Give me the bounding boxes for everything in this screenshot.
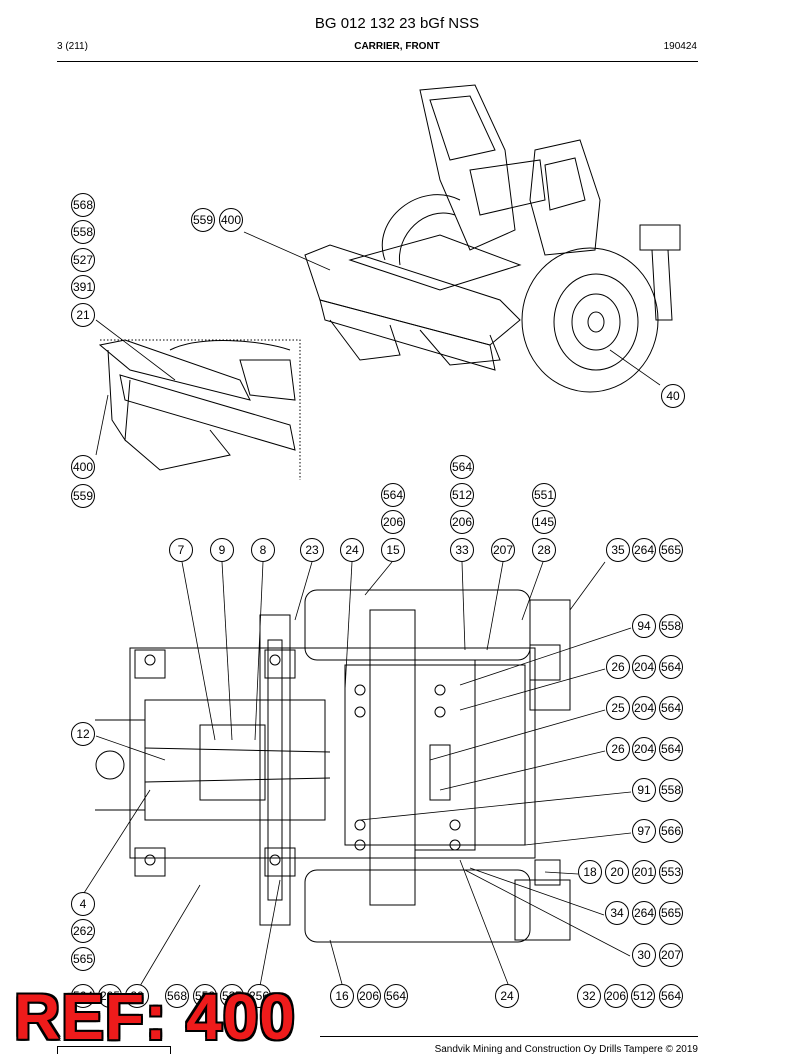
callout-bubble: 204 [632, 737, 656, 761]
page-number: 3 (211) [57, 41, 88, 52]
callout-bubble: 9 [210, 538, 234, 562]
callout-bubble: 206 [357, 984, 381, 1008]
callout-bubble: 564 [450, 455, 474, 479]
callout-bubble: 568 [71, 193, 95, 217]
callout-bubble: 20 [125, 984, 149, 1008]
callout-bubble: 207 [491, 538, 515, 562]
callout-bubble: 23 [300, 538, 324, 562]
company-logo [57, 1046, 171, 1054]
callout-bubble: 512 [450, 483, 474, 507]
callout-bubble: 91 [632, 778, 656, 802]
callout-bubble: 564 [659, 696, 683, 720]
callout-bubble: 35 [606, 538, 630, 562]
callout-bubble: 566 [659, 819, 683, 843]
leader-lines [83, 231, 661, 987]
callout-bubble: 264 [632, 901, 656, 925]
callout-bubble: 551 [532, 483, 556, 507]
callout-bubble: 21 [71, 303, 95, 327]
callout-bubble: 7 [169, 538, 193, 562]
callout-bubble: 204 [632, 696, 656, 720]
callout-bubble: 559 [71, 484, 95, 508]
callout-bubble: 564 [659, 655, 683, 679]
callout-bubble: 564 [384, 984, 408, 1008]
top-view-drawing [95, 589, 571, 943]
callout-bubble: 564 [659, 984, 683, 1008]
callout-bubble: 33 [450, 538, 474, 562]
callout-bubble: 256 [247, 984, 271, 1008]
callout-bubble: 16 [330, 984, 354, 1008]
callout-bubble: 94 [632, 614, 656, 638]
callout-bubble: 400 [71, 455, 95, 479]
callout-bubble: 565 [659, 538, 683, 562]
callout-bubble: 32 [577, 984, 601, 1008]
callout-bubble: 18 [578, 860, 602, 884]
callout-bubble: 40 [661, 384, 685, 408]
callout-bubble: 24 [495, 984, 519, 1008]
isometric-carrier-view [304, 84, 681, 393]
callout-bubble: 26 [606, 655, 630, 679]
callout-bubble: 145 [532, 510, 556, 534]
callout-bubble: 24 [340, 538, 364, 562]
callout-bubble: 262 [71, 919, 95, 943]
callout-bubble: 15 [381, 538, 405, 562]
document-date: 190424 [663, 41, 697, 52]
callout-bubble: 565 [659, 901, 683, 925]
callout-bubble: 26 [606, 737, 630, 761]
callout-bubble: 512 [631, 984, 655, 1008]
document-title: BG 012 132 23 bGf NSS [314, 15, 480, 32]
reference-stamp: REF: 400 [14, 981, 296, 1053]
footer-divider [320, 1036, 698, 1037]
callout-bubble: 28 [532, 538, 556, 562]
callout-bubble: 558 [71, 220, 95, 244]
footer-copyright: Sandvik Mining and Construction Oy Drill… [434, 1044, 698, 1055]
callout-bubble: 207 [659, 943, 683, 967]
section-title: CARRIER, FRONT [354, 41, 440, 52]
callout-bubble: 205 [98, 984, 122, 1008]
callout-bubble: 206 [604, 984, 628, 1008]
callout-bubble: 564 [659, 737, 683, 761]
detail-inset-view [98, 339, 301, 480]
callout-bubble: 12 [71, 722, 95, 746]
callout-bubble: 206 [450, 510, 474, 534]
callout-bubble: 558 [659, 614, 683, 638]
callout-bubble: 565 [71, 947, 95, 971]
callout-bubble: 4 [71, 892, 95, 916]
callout-bubble: 527 [220, 984, 244, 1008]
callout-bubble: 204 [632, 655, 656, 679]
callout-bubble: 558 [659, 778, 683, 802]
callout-bubble: 564 [71, 984, 95, 1008]
callout-bubble: 97 [632, 819, 656, 843]
callout-bubble: 527 [71, 248, 95, 272]
callout-bubble: 264 [632, 538, 656, 562]
callout-bubble: 391 [71, 275, 95, 299]
callout-bubble: 206 [381, 510, 405, 534]
callout-bubble: 553 [659, 860, 683, 884]
callout-bubble: 568 [165, 984, 189, 1008]
callout-bubble: 558 [193, 984, 217, 1008]
callout-bubble: 34 [605, 901, 629, 925]
callout-bubble: 201 [632, 860, 656, 884]
callout-bubble: 30 [632, 943, 656, 967]
callout-bubble: 559 [191, 208, 215, 232]
callout-bubble: 400 [219, 208, 243, 232]
callout-bubble: 25 [606, 696, 630, 720]
callout-bubble: 564 [381, 483, 405, 507]
callout-bubble: 8 [251, 538, 275, 562]
callout-bubble: 20 [605, 860, 629, 884]
header-divider [57, 61, 698, 62]
